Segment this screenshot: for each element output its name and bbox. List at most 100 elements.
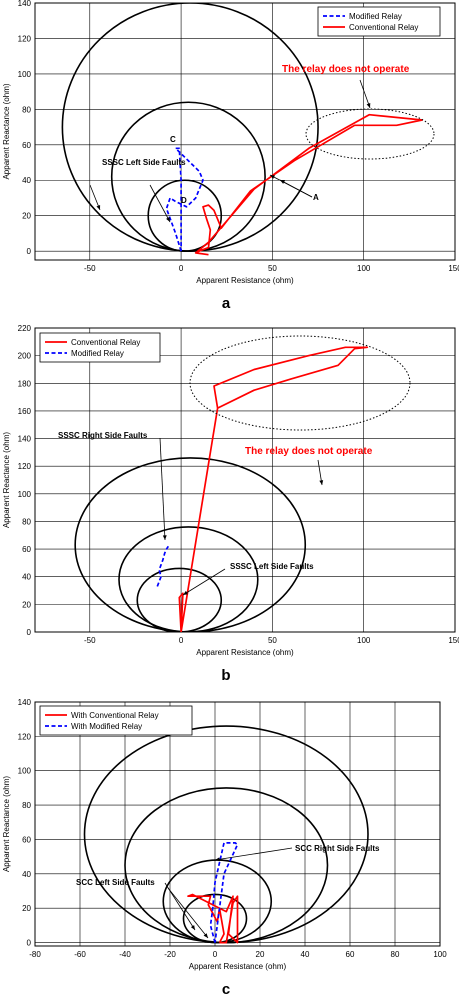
annotation-label: SCC Left Side Faults — [76, 878, 155, 887]
plot-frame — [34, 2, 456, 261]
y-tick-label: 100 — [18, 70, 32, 79]
annotation-arrow — [359, 79, 371, 109]
annotation-label: A — [313, 193, 319, 202]
legend-label: Conventional Relay — [349, 23, 418, 32]
y-tick-label: 60 — [22, 835, 31, 844]
x-tick-label: 0 — [213, 950, 218, 959]
zone-circle — [147, 179, 223, 252]
y-tick-label: 60 — [22, 141, 31, 150]
annotation-arrow — [279, 179, 313, 198]
annotation-arrowhead — [319, 480, 324, 485]
annotation-label: SSSC Right Side Faults — [58, 431, 148, 440]
chart-a: -50050100150020406080100120140Apparent R… — [2, 0, 459, 312]
y-tick-label: 80 — [22, 105, 31, 114]
y-tick-label: 100 — [18, 767, 32, 776]
x-tick-label: 100 — [357, 636, 371, 645]
x-tick-label: -80 — [29, 950, 41, 959]
y-tick-label: 80 — [22, 517, 31, 526]
x-tick-label: 40 — [301, 950, 310, 959]
y-tick-label: 140 — [18, 0, 32, 8]
y-tick-label: 0 — [27, 628, 32, 637]
plot-area — [35, 328, 455, 632]
x-axis-label: Apparent Resistance (ohm) — [196, 648, 294, 657]
panel-label: c — [222, 981, 230, 998]
x-tick-label: -50 — [84, 264, 96, 273]
legend-label: With Modified Relay — [71, 722, 142, 731]
x-tick-label: -60 — [74, 950, 86, 959]
annotation-label: SCC Right Side Faults — [295, 844, 380, 853]
y-tick-label: 180 — [18, 379, 32, 388]
y-tick-label: 120 — [18, 732, 32, 741]
y-tick-label: 100 — [18, 490, 32, 499]
annotation-arrowhead — [162, 535, 167, 540]
x-axis-label: Apparent Resistance (ohm) — [196, 276, 294, 285]
region-ellipse — [189, 335, 411, 431]
y-tick-label: 160 — [18, 407, 32, 416]
x-tick-label: 100 — [433, 950, 447, 959]
y-axis-label: Apparent Reactance (ohm) — [2, 776, 11, 872]
panel-label: a — [222, 295, 231, 312]
annotation-label: The relay does not operate — [245, 446, 373, 457]
legend-label: With Conventional Relay — [71, 711, 159, 720]
series-line — [178, 346, 369, 632]
annotation-label: SSSC Left Side Faults — [230, 562, 314, 571]
annotation-label: C — [170, 135, 176, 144]
x-tick-label: -20 — [164, 950, 176, 959]
annotation-arrowhead — [96, 205, 101, 210]
x-tick-label: 20 — [256, 950, 265, 959]
y-tick-label: 40 — [22, 176, 31, 185]
x-tick-label: 50 — [268, 264, 277, 273]
y-tick-label: 40 — [22, 573, 31, 582]
y-tick-label: 120 — [18, 462, 32, 471]
annotation-label: SSSC Left Side Faults — [102, 158, 186, 167]
x-tick-label: 0 — [179, 264, 184, 273]
y-axis-label: Apparent Reactance (ohm) — [2, 83, 11, 179]
series-line — [209, 842, 239, 943]
legend-box — [39, 705, 193, 736]
y-tick-label: 0 — [27, 939, 32, 948]
legend-box — [39, 332, 161, 363]
x-axis-label: Apparent Resistance (ohm) — [189, 962, 287, 971]
y-tick-label: 220 — [18, 324, 32, 333]
legend-box — [317, 6, 441, 37]
annotation-arrowhead — [183, 590, 188, 595]
annotation-arrowhead — [366, 103, 371, 108]
annotation-arrow — [149, 184, 171, 223]
annotation-label: The relay does not operate — [282, 64, 410, 75]
series-line — [156, 545, 170, 587]
annotation-arrow — [182, 568, 226, 596]
y-tick-label: 140 — [18, 698, 32, 707]
annotation-arrowhead — [166, 217, 170, 222]
plot-area — [35, 3, 455, 260]
x-tick-label: 150 — [448, 264, 459, 273]
annotation-arrowhead — [280, 180, 285, 184]
legend-label: Modified Relay — [71, 349, 124, 358]
x-tick-label: 0 — [179, 636, 184, 645]
plot-data — [61, 3, 423, 256]
region-ellipse — [305, 108, 435, 160]
y-tick-label: 20 — [22, 904, 31, 913]
x-tick-label: 80 — [391, 950, 400, 959]
series-line — [194, 113, 423, 256]
y-tick-label: 40 — [22, 870, 31, 879]
annotation-arrowhead — [215, 857, 220, 862]
y-tick-label: 20 — [22, 600, 31, 609]
chart-b: -500501001500204060801001201401601802002… — [2, 324, 459, 684]
y-axis-label: Apparent Reactance (ohm) — [2, 432, 11, 528]
annotation-arrowhead — [190, 925, 195, 930]
annotation-arrowhead — [203, 933, 208, 938]
panel-label: b — [221, 667, 230, 684]
y-tick-label: 20 — [22, 212, 31, 221]
y-tick-label: 80 — [22, 801, 31, 810]
x-tick-label: 60 — [346, 950, 355, 959]
x-tick-label: -50 — [84, 636, 96, 645]
x-tick-label: -40 — [119, 950, 131, 959]
x-tick-label: 50 — [268, 636, 277, 645]
y-tick-label: 140 — [18, 435, 32, 444]
legend-label: Conventional Relay — [71, 338, 140, 347]
y-tick-label: 60 — [22, 545, 31, 554]
x-tick-label: 150 — [448, 636, 459, 645]
plot-frame — [34, 327, 456, 633]
chart-c: -80 -60 -40 -20 0 20 40 60 80 100 0 20 40 60 80 100 120 1… — [2, 698, 447, 998]
legend-label: Modified Relay — [349, 12, 402, 21]
